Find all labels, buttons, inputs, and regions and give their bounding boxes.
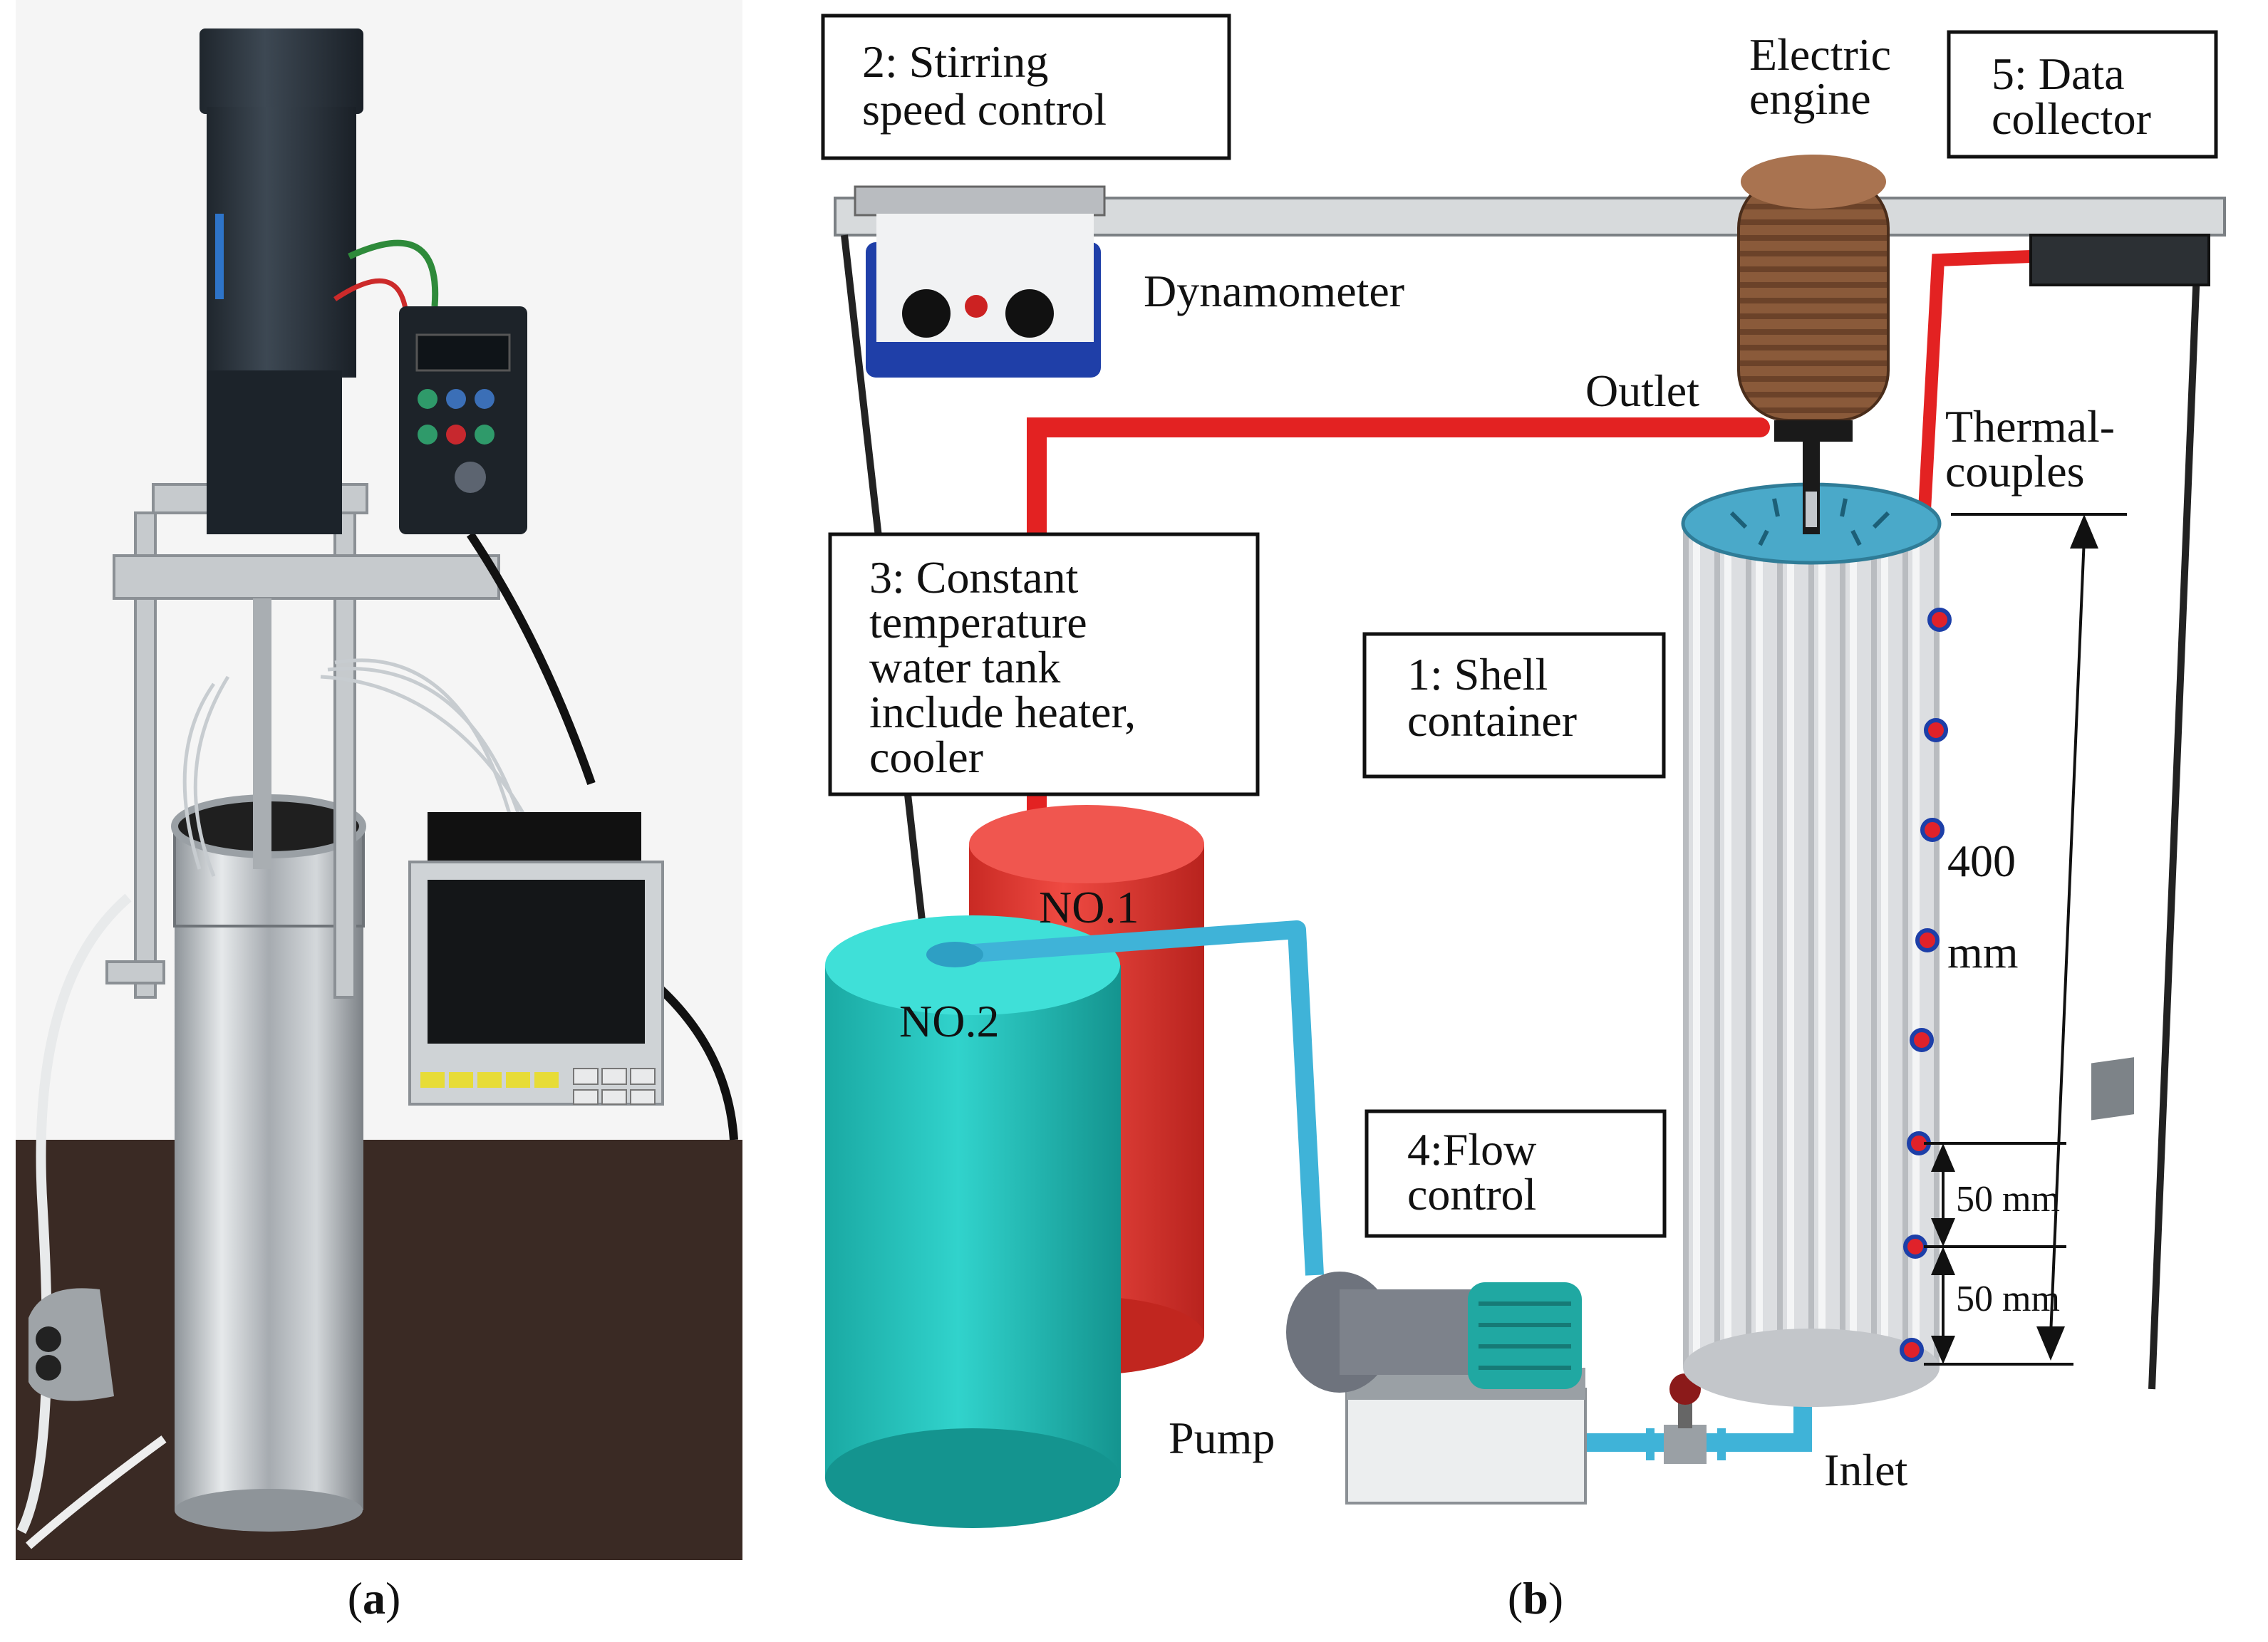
thermocouple-dot [1915,928,1940,952]
steel-cylinder [175,841,363,1510]
thermocouple-dot [1900,1338,1924,1362]
height-value-label: 400 [1947,836,2016,886]
dynamometer-device [854,185,1106,378]
thermocouple-wires [182,658,537,877]
tank-label-line3: water tank [869,642,1060,692]
stirring-label-line1: 2: Stirring [862,36,1048,87]
inlet-label: Inlet [1824,1445,1908,1495]
engine-label-line2: engine [1749,73,1871,124]
box-constant-temperature-tank: 3: Constant temperature water tank inclu… [828,532,1260,796]
data-collector-device [2029,234,2210,286]
motor-cap [200,28,363,114]
box-data-collector: 5: Data collector [1947,30,2218,159]
stirring-label-line2: speed control [862,84,1107,135]
box-stirring-speed-control: 2: Stirring speed control [821,14,1231,160]
engine-label-line1: Electric [1749,29,1891,80]
tank-label-line1: 3: Constant [869,552,1079,603]
thermocouples-label-line1: Thermal- [1945,401,2115,452]
tank-label-line4: include heater, [869,687,1136,737]
stirring-shaft [253,598,271,869]
data-logger-device [408,812,664,1106]
collector-label-line1: 5: Data [1992,48,2125,99]
spacing-label-1: 50 mm [1956,1179,2060,1220]
shell-label-line2: container [1407,695,1577,746]
gearbox [207,370,342,534]
speed-controller [399,306,527,534]
caption-b: b [1523,1573,1548,1623]
flow-label-line2: control [1407,1169,1536,1220]
height-unit-label: mm [1947,927,2019,977]
box-shell-container: 1: Shell container [1362,632,1666,779]
svg-text:(a): (a) [348,1573,401,1623]
svg-text:(b): (b) [1508,1573,1563,1623]
thermocouple-dot [1910,1028,1934,1052]
thermocouples-label-line2: couples [1945,446,2085,497]
flow-label-line1: 4:Flow [1407,1124,1536,1175]
tank-label-line5: cooler [869,732,983,782]
tank1-label: NO.1 [1039,882,1139,932]
pump-device [1286,1272,1587,1505]
box-flow-control: 4:Flow control [1365,1109,1667,1238]
thermocouple-dot [1903,1235,1927,1259]
dimension-lines [1924,513,2127,1366]
outlet-label: Outlet [1585,365,1699,416]
collector-label-line2: collector [1992,93,2151,144]
caption-a: a [363,1573,385,1623]
panel-b-schematic: 2: Stirring speed control 3: Constant te… [821,14,2226,1528]
pump-label: Pump [1169,1413,1275,1463]
thermocouple-dot [1927,608,1952,632]
shell-container [1681,427,1942,1407]
motor-body [207,107,356,378]
dynamometer-label: Dynamometer [1144,266,1404,316]
spacing-label-2: 50 mm [1956,1279,2060,1319]
tank2-label: NO.2 [899,996,999,1046]
electric-engine-device [1737,155,1890,442]
flow-valve [1646,1373,1726,1464]
thermocouple-dot [1924,718,1948,742]
panel-a-photo [16,0,742,1560]
table-surface [16,1140,742,1560]
shell-label-line1: 1: Shell [1407,649,1548,700]
thermocouple-points [1900,608,1952,1362]
thermocouple-dot [1920,818,1945,842]
tank-label-line2: temperature [869,597,1087,648]
